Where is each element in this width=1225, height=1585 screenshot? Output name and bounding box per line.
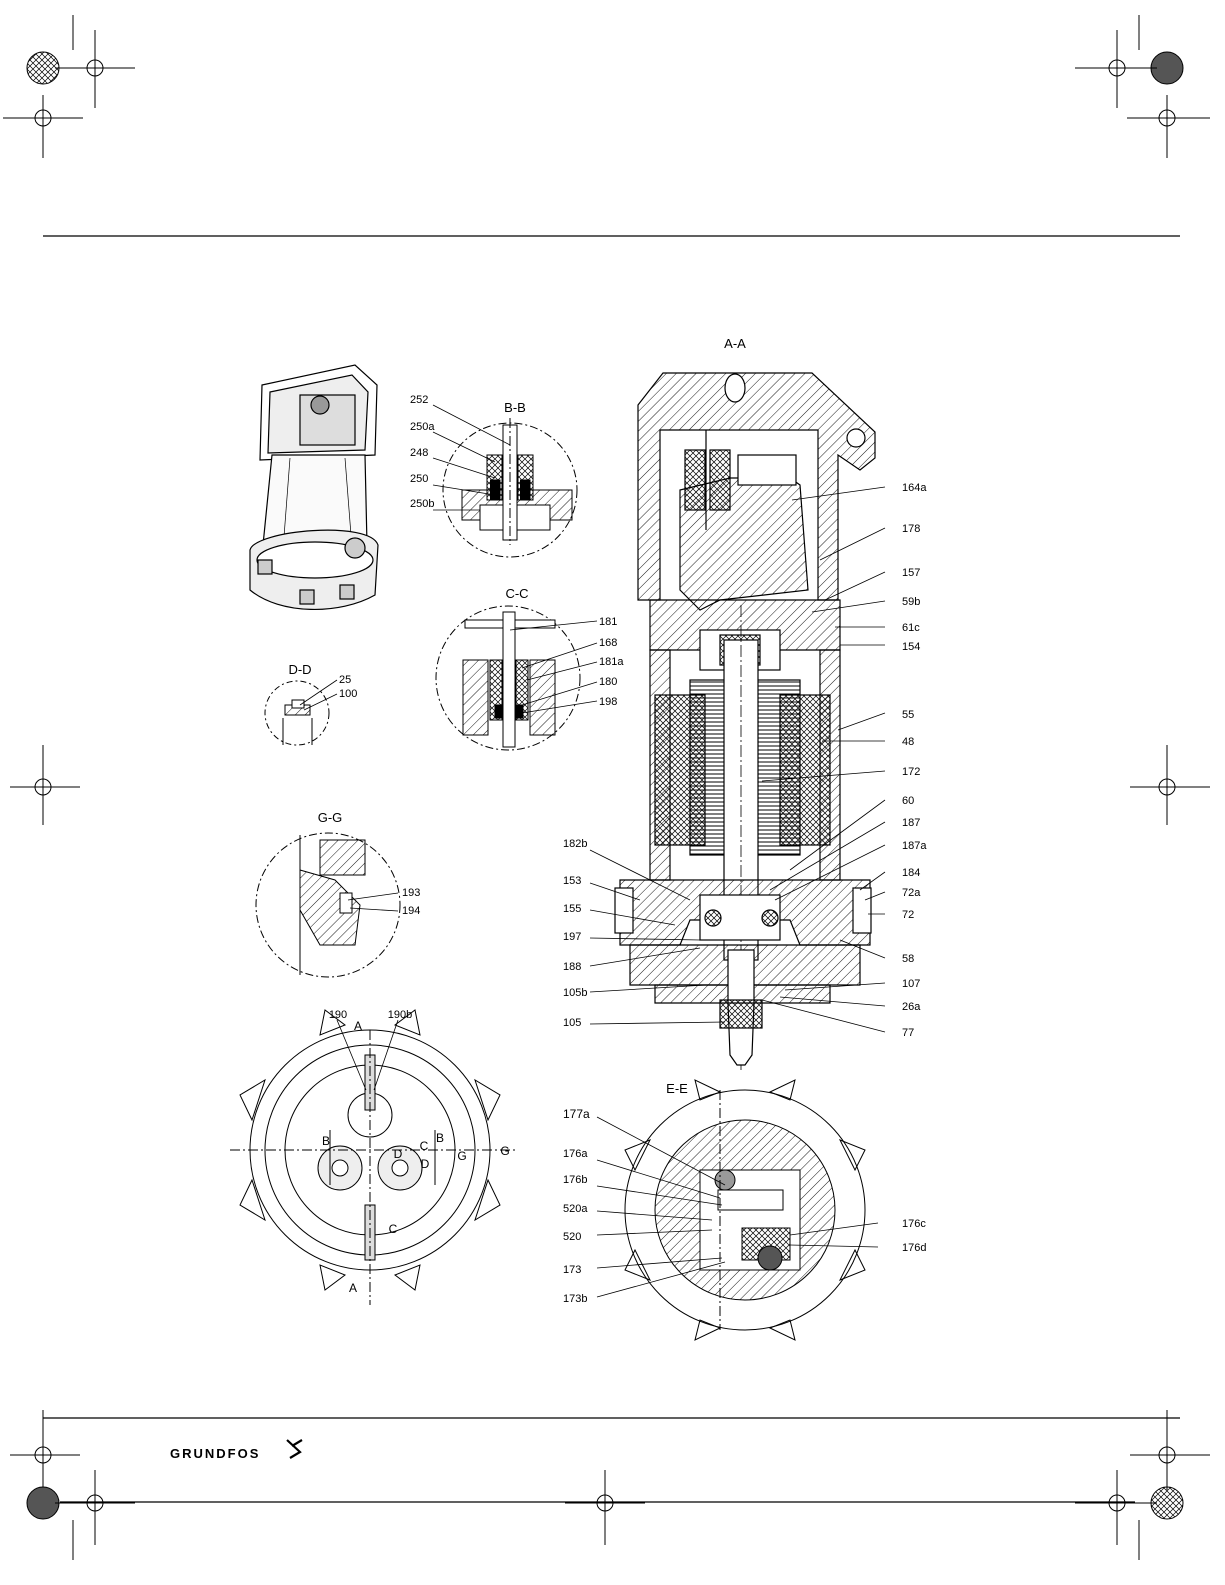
part-label: 100 (339, 688, 357, 700)
cut-marker: A (354, 1019, 362, 1033)
part-label: 59b (902, 596, 920, 608)
part-label: 168 (599, 637, 617, 649)
part-label: 520 (563, 1231, 581, 1243)
title-section-ee: E-E (666, 1081, 688, 1096)
part-label: 72a (902, 887, 921, 899)
part-label: 252 (410, 394, 428, 406)
part-label: 178 (902, 523, 920, 535)
section-gg-detail (256, 833, 400, 977)
part-label: 60 (902, 795, 914, 807)
part-label: 184 (902, 867, 920, 879)
labels-cc: 181 168 181a 180 198 (599, 616, 624, 708)
part-label: 250b (410, 498, 434, 510)
section-dd-detail (265, 681, 329, 745)
part-label: 55 (902, 709, 914, 721)
grundfos-logo: GRUNDFOS (170, 1440, 302, 1461)
part-label: 176b (563, 1174, 587, 1186)
part-label: 194 (402, 905, 420, 917)
part-label: 181 (599, 616, 617, 628)
part-label: 193 (402, 887, 420, 899)
part-label: 188 (563, 961, 581, 973)
part-label: 105b (563, 987, 587, 999)
part-label: 154 (902, 641, 920, 653)
logo-mark-icon (287, 1440, 302, 1458)
page-rules (43, 236, 1180, 1502)
pump-3d-view (250, 365, 378, 609)
part-label: 250a (410, 421, 435, 433)
cut-marker: B (322, 1134, 330, 1148)
part-label: 172 (902, 766, 920, 778)
labels-aa-right: 164a 178 157 59b 61c 154 55 48 172 60 18… (902, 482, 927, 1039)
labels-bb: 252 250a 248 250 250b (410, 394, 435, 510)
section-bb-detail (443, 418, 577, 557)
part-label: 180 (599, 676, 617, 688)
cut-marker: C (389, 1222, 398, 1236)
cut-marker: G (457, 1149, 466, 1163)
cut-marker: C (420, 1139, 429, 1153)
part-label: 176a (563, 1148, 588, 1160)
part-label: 105 (563, 1017, 581, 1029)
part-label: 190b (388, 1009, 412, 1021)
part-label: 61c (902, 622, 920, 634)
title-section-dd: D-D (288, 662, 311, 677)
part-label: 26a (902, 1001, 921, 1013)
cut-marker: D (421, 1157, 430, 1171)
cut-marker: B (436, 1131, 444, 1145)
part-label: 198 (599, 696, 617, 708)
part-label: 153 (563, 875, 581, 887)
title-section-gg: G-G (318, 810, 343, 825)
part-label: 164a (902, 482, 927, 494)
part-label: 190 (329, 1009, 347, 1021)
title-section-bb: B-B (504, 400, 526, 415)
part-label: 155 (563, 903, 581, 915)
part-label: 107 (902, 978, 920, 990)
part-label: 25 (339, 674, 351, 686)
part-label: 182b (563, 838, 587, 850)
section-aa-main (615, 373, 875, 1070)
part-label: 248 (410, 447, 428, 459)
part-label: 187 (902, 817, 920, 829)
cut-marker: D (394, 1147, 403, 1161)
title-section-cc: C-C (505, 586, 528, 601)
part-label: 176c (902, 1218, 926, 1230)
part-label: 197 (563, 931, 581, 943)
part-label: 520a (563, 1203, 588, 1215)
part-label: 48 (902, 736, 914, 748)
part-label: 177a (563, 1107, 590, 1121)
part-label: 77 (902, 1027, 914, 1039)
labels-gg: 193 194 (402, 887, 420, 917)
cut-marker: A (349, 1281, 357, 1295)
logo-text: GRUNDFOS (170, 1446, 260, 1461)
registration-marks (3, 15, 1210, 1560)
part-label: 173 (563, 1264, 581, 1276)
part-label: 173b (563, 1293, 587, 1305)
part-label: 58 (902, 953, 914, 965)
plan-view (230, 1010, 515, 1305)
section-cc-detail (436, 606, 580, 750)
section-ee-plan (625, 1080, 865, 1340)
cut-marker: G (500, 1144, 509, 1158)
part-label: 72 (902, 909, 914, 921)
part-label: 176d (902, 1242, 926, 1254)
part-label: 157 (902, 567, 920, 579)
part-label: 181a (599, 656, 624, 668)
labels-aa-left: 182b 153 155 197 188 105b 105 (563, 838, 587, 1029)
part-label: 250 (410, 473, 428, 485)
part-label: 187a (902, 840, 927, 852)
labels-dd: 25 100 (339, 674, 357, 700)
title-section-aa: A-A (724, 336, 746, 351)
